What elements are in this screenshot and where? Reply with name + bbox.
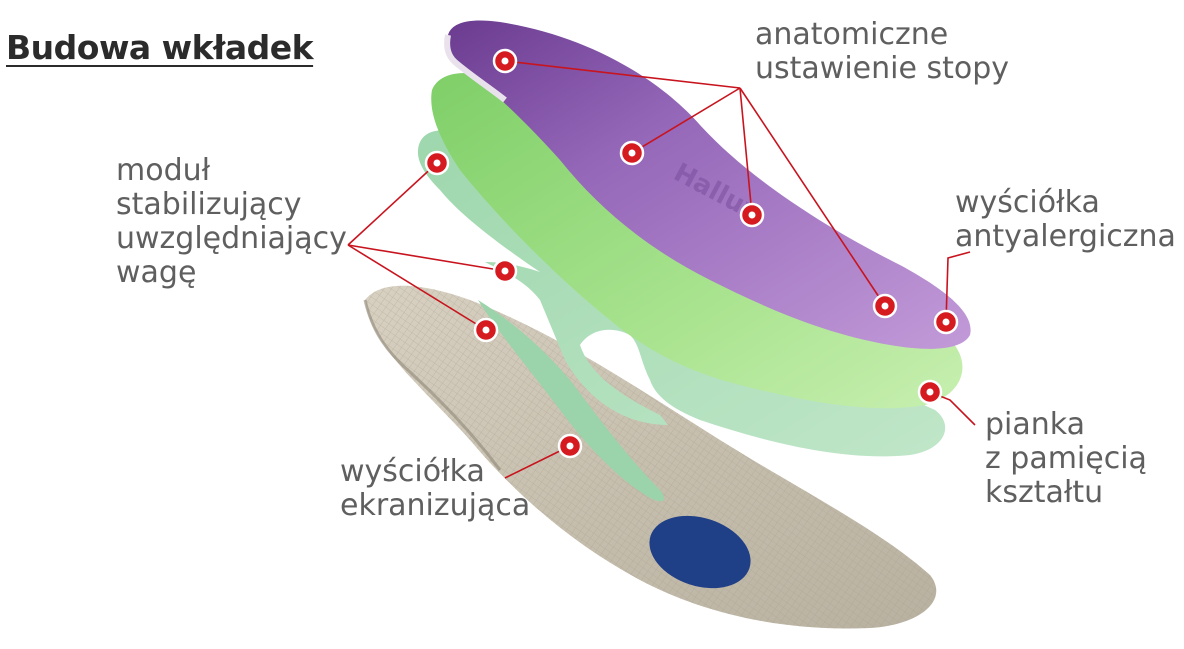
- leader-line: [347, 244, 487, 331]
- label-line: wagę: [116, 255, 197, 290]
- grey-screening-layer: [363, 285, 937, 629]
- label-line: moduł: [116, 153, 211, 188]
- blue-heel-insert: [649, 515, 751, 589]
- label-memory-foam: pianka z pamięcią kształtu: [985, 408, 1147, 510]
- leader-line: [945, 251, 971, 323]
- markers: [424, 48, 959, 459]
- marker: [557, 433, 583, 459]
- label-antiallergic: wyściółka antyalergiczna: [955, 186, 1176, 254]
- leader-line: [504, 60, 741, 89]
- label-anatomical: anatomiczne ustawienie stopy: [755, 18, 1009, 86]
- leader-lines: [347, 60, 976, 479]
- label-screening: wyściółka ekranizująca: [340, 455, 530, 523]
- leader-line: [347, 162, 438, 246]
- label-line: ekranizująca: [340, 488, 531, 523]
- marker: [492, 48, 518, 74]
- marker: [872, 293, 898, 319]
- label-line: z pamięcią: [985, 441, 1147, 476]
- label-line: antyalergiczna: [955, 219, 1176, 254]
- marker: [473, 317, 499, 343]
- label-line: pianka: [985, 407, 1086, 442]
- leader-line: [347, 244, 506, 272]
- marker: [917, 379, 943, 405]
- label-line: stabilizujący: [116, 187, 302, 222]
- marker: [739, 202, 765, 228]
- label-line: kształtu: [985, 475, 1104, 510]
- marker: [933, 309, 959, 335]
- marker: [619, 140, 645, 166]
- leader-line: [631, 87, 741, 154]
- label-line: uwzględniający: [116, 221, 347, 256]
- label-line: wyściółka: [340, 454, 485, 489]
- label-line: wyściółka: [955, 185, 1100, 220]
- leader-line: [739, 87, 753, 216]
- page-title: Budowa wkładek: [6, 28, 314, 67]
- label-stabilizing: moduł stabilizujący uwzględniający wagę: [116, 154, 347, 290]
- leader-line: [739, 87, 886, 307]
- label-line: anatomiczne: [755, 17, 949, 52]
- marker: [492, 258, 518, 284]
- label-line: ustawienie stopy: [755, 51, 1010, 86]
- marker: [424, 150, 450, 176]
